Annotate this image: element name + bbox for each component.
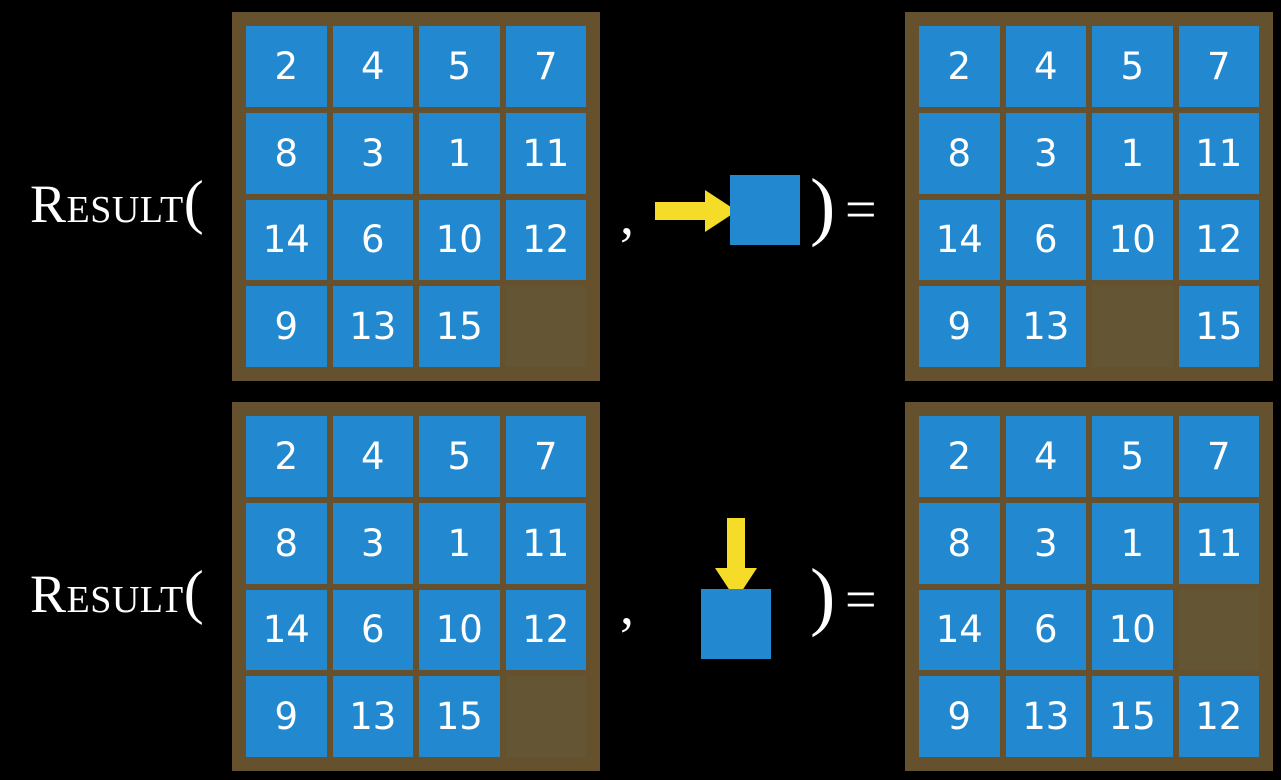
output-board-bottom: 2 4 5 7 8 3 1 11 14 6 10 9 13 15 12 bbox=[905, 402, 1273, 771]
tile[interactable]: 10 bbox=[1092, 199, 1173, 281]
result-word-bottom: Result bbox=[30, 564, 184, 624]
tile[interactable]: 2 bbox=[246, 416, 327, 497]
tile[interactable]: 3 bbox=[1005, 112, 1086, 194]
arrow-down-icon bbox=[715, 518, 757, 600]
blank-tile[interactable] bbox=[505, 676, 586, 757]
tile[interactable]: 5 bbox=[1092, 416, 1173, 497]
blank-tile-icon-top bbox=[730, 175, 800, 245]
tile[interactable]: 14 bbox=[919, 589, 1000, 671]
tile[interactable]: 1 bbox=[419, 502, 500, 584]
input-board-bottom: 2 4 5 7 8 3 1 11 14 6 10 12 9 13 15 bbox=[232, 402, 600, 771]
tile[interactable]: 10 bbox=[419, 589, 500, 671]
blank-tile[interactable] bbox=[505, 286, 586, 367]
result-word-top: Result bbox=[30, 174, 184, 234]
tile[interactable]: 4 bbox=[332, 416, 413, 497]
comma-separator-bottom: , bbox=[620, 575, 634, 637]
tile[interactable]: 2 bbox=[919, 26, 1000, 107]
tile[interactable]: 6 bbox=[332, 199, 413, 281]
tile[interactable]: 15 bbox=[419, 286, 500, 367]
output-board-top: 2 4 5 7 8 3 1 11 14 6 10 12 9 13 15 bbox=[905, 12, 1273, 381]
comma-separator-top: , bbox=[620, 185, 634, 247]
tile[interactable]: 13 bbox=[1005, 286, 1086, 367]
tile[interactable]: 2 bbox=[246, 26, 327, 107]
tile[interactable]: 6 bbox=[332, 589, 413, 671]
blank-tile[interactable] bbox=[1092, 286, 1173, 367]
tile[interactable]: 11 bbox=[505, 112, 586, 194]
tile[interactable]: 15 bbox=[419, 676, 500, 757]
tile[interactable]: 8 bbox=[919, 112, 1000, 194]
tile[interactable]: 12 bbox=[1178, 199, 1259, 281]
tile[interactable]: 13 bbox=[1005, 676, 1086, 757]
tile[interactable]: 15 bbox=[1178, 286, 1259, 367]
equals-sign-top: = bbox=[845, 179, 877, 241]
input-board-top: 2 4 5 7 8 3 1 11 14 6 10 12 9 13 15 bbox=[232, 12, 600, 381]
result-label-top: Result( bbox=[30, 172, 204, 232]
result-close-paren-top: ) bbox=[810, 164, 836, 248]
tile[interactable]: 10 bbox=[419, 199, 500, 281]
tile[interactable]: 11 bbox=[1178, 112, 1259, 194]
tile[interactable]: 5 bbox=[419, 26, 500, 107]
tile[interactable]: 9 bbox=[246, 286, 327, 367]
tile[interactable]: 13 bbox=[332, 676, 413, 757]
tile[interactable]: 2 bbox=[919, 416, 1000, 497]
tile[interactable]: 3 bbox=[332, 502, 413, 584]
tile[interactable]: 8 bbox=[246, 112, 327, 194]
tile[interactable]: 1 bbox=[419, 112, 500, 194]
tile[interactable]: 4 bbox=[1005, 26, 1086, 107]
tile[interactable]: 12 bbox=[505, 199, 586, 281]
tile[interactable]: 8 bbox=[246, 502, 327, 584]
tile[interactable]: 12 bbox=[1178, 676, 1259, 757]
tile[interactable]: 7 bbox=[505, 26, 586, 107]
blank-tile[interactable] bbox=[1178, 589, 1259, 671]
tile[interactable]: 1 bbox=[1092, 502, 1173, 584]
tile[interactable]: 9 bbox=[919, 286, 1000, 367]
tile[interactable]: 11 bbox=[1178, 502, 1259, 584]
tile[interactable]: 15 bbox=[1092, 676, 1173, 757]
tile[interactable]: 14 bbox=[246, 199, 327, 281]
tile[interactable]: 1 bbox=[1092, 112, 1173, 194]
result-label-bottom: Result( bbox=[30, 562, 204, 622]
tile[interactable]: 6 bbox=[1005, 589, 1086, 671]
tile[interactable]: 6 bbox=[1005, 199, 1086, 281]
tile[interactable]: 9 bbox=[919, 676, 1000, 757]
tile[interactable]: 12 bbox=[505, 589, 586, 671]
blank-tile-icon-bottom bbox=[701, 589, 771, 659]
tile[interactable]: 10 bbox=[1092, 589, 1173, 671]
tile[interactable]: 5 bbox=[419, 416, 500, 497]
result-open-paren-top: ( bbox=[183, 169, 205, 235]
tile[interactable]: 3 bbox=[332, 112, 413, 194]
tile[interactable]: 7 bbox=[1178, 416, 1259, 497]
tile[interactable]: 7 bbox=[1178, 26, 1259, 107]
tile[interactable]: 14 bbox=[919, 199, 1000, 281]
tile[interactable]: 11 bbox=[505, 502, 586, 584]
tile[interactable]: 3 bbox=[1005, 502, 1086, 584]
result-close-paren-bottom: ) bbox=[810, 554, 836, 638]
tile[interactable]: 4 bbox=[332, 26, 413, 107]
tile[interactable]: 7 bbox=[505, 416, 586, 497]
tile[interactable]: 4 bbox=[1005, 416, 1086, 497]
tile[interactable]: 14 bbox=[246, 589, 327, 671]
result-open-paren-bottom: ( bbox=[183, 559, 205, 625]
tile[interactable]: 13 bbox=[332, 286, 413, 367]
tile[interactable]: 9 bbox=[246, 676, 327, 757]
equals-sign-bottom: = bbox=[845, 569, 877, 631]
tile[interactable]: 8 bbox=[919, 502, 1000, 584]
tile[interactable]: 5 bbox=[1092, 26, 1173, 107]
arrow-right-icon bbox=[655, 190, 737, 232]
